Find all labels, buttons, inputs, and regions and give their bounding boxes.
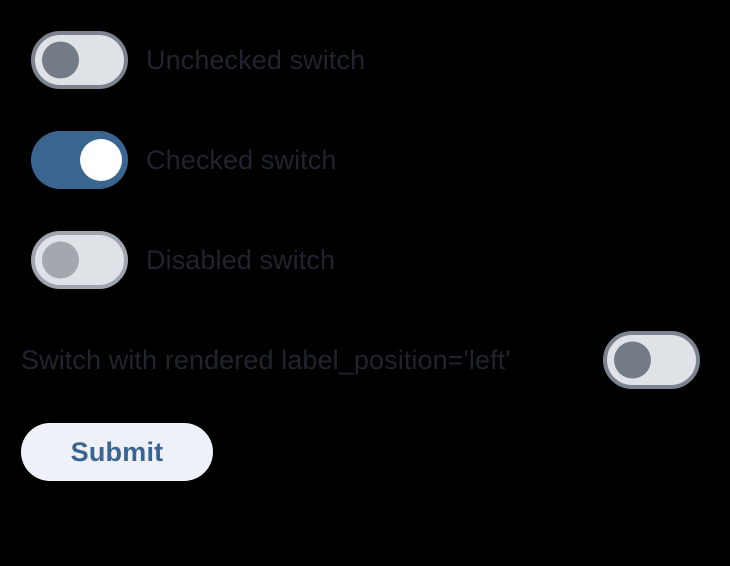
switch-thumb-icon xyxy=(42,241,79,279)
switch-row-label-left: Switch with rendered label_position='lef… xyxy=(21,331,700,389)
disabled-switch-toggle xyxy=(31,231,128,289)
switch-row-checked: Checked switch xyxy=(31,131,336,189)
switch-thumb-icon xyxy=(42,41,79,79)
switch-thumb-icon xyxy=(614,341,651,379)
submit-button[interactable]: Submit xyxy=(21,423,213,481)
checked-switch-toggle[interactable] xyxy=(31,131,128,189)
label-left-switch-toggle[interactable] xyxy=(603,331,700,389)
switch-row-unchecked: Unchecked switch xyxy=(31,31,365,89)
switch-row-disabled: Disabled switch xyxy=(31,231,335,289)
switch-thumb-icon xyxy=(80,139,122,181)
label-left-switch-label: Switch with rendered label_position='lef… xyxy=(21,344,511,375)
disabled-switch-label: Disabled switch xyxy=(146,244,336,275)
unchecked-switch-toggle[interactable] xyxy=(31,31,128,89)
checked-switch-label: Checked switch xyxy=(146,144,337,175)
unchecked-switch-label: Unchecked switch xyxy=(146,44,366,75)
